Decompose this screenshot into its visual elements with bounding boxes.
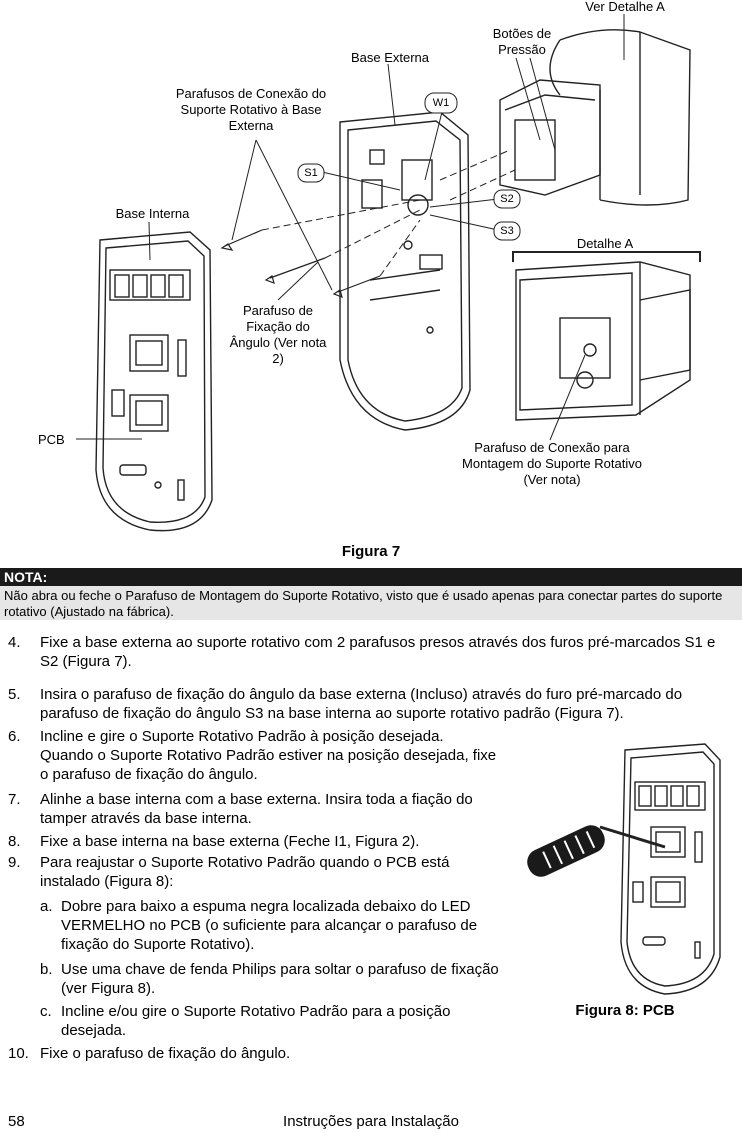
step-4: 4. Fixe a base externa ao suporte rotati…	[8, 633, 738, 673]
step-number: 6.	[8, 728, 21, 745]
inner-base-drawing	[95, 231, 213, 532]
screws-drawing	[220, 229, 381, 298]
screwdriver-icon	[527, 825, 605, 877]
step-text: Incline e/ou gire o Suporte Rotativo Pad…	[61, 1003, 451, 1039]
step-text: Fixe a base externa ao suporte rotativo …	[40, 634, 716, 670]
label-parafusos-conexao: Parafusos de Conexão do Suporte Rotativo…	[175, 86, 327, 133]
step-text: Use uma chave de fenda Philips para solt…	[61, 961, 499, 997]
step-9b: b. Use uma chave de fenda Philips para s…	[40, 960, 510, 1000]
label-parafuso-montagem: Parafuso de Conexão para Montagem do Sup…	[462, 440, 642, 487]
step-number: 9.	[8, 854, 21, 871]
figure-8-drawing	[527, 743, 721, 995]
badge-s1: S1	[304, 167, 318, 179]
step-9c: c. Incline e/ou gire o Suporte Rotativo …	[40, 1002, 510, 1042]
label-parafuso-fixacao: Parafuso de Fixação do Ângulo (Ver nota …	[229, 303, 327, 366]
badge-w1: W1	[432, 97, 450, 109]
note-title: NOTA:	[4, 569, 48, 585]
figure-7-drawing	[76, 14, 701, 532]
badge-s3: S3	[500, 225, 514, 237]
note-body: Não abra ou feche o Parafuso de Montagem…	[0, 586, 742, 620]
step-10: 10. Fixe o parafuso de fixação do ângulo…	[8, 1044, 508, 1064]
label-detalhe-a: Detalhe A	[576, 236, 634, 251]
note-text: Não abra ou feche o Parafuso de Montagem…	[4, 588, 723, 619]
step-5: 5. Insira o parafuso de fixação do ângul…	[8, 685, 738, 725]
step-text: Insira o parafuso de fixação do ângulo d…	[40, 686, 683, 722]
step-6: 6. Incline e gire o Suporte Rotativo Pad…	[8, 727, 508, 787]
badge-s2: S2	[500, 193, 514, 205]
label-ver-detalhe-a: Ver Detalhe A	[585, 0, 665, 14]
figure-8-caption: Figura 8: PCB	[575, 1002, 675, 1019]
label-base-externa: Base Externa	[350, 50, 430, 65]
step-number: 10.	[8, 1045, 29, 1062]
page-number: 58	[8, 1113, 25, 1130]
step-number: 8.	[8, 833, 21, 850]
figure-7-caption: Figura 7	[341, 543, 401, 560]
detail-a-drawing	[515, 261, 691, 421]
step-9a: a. Dobre para baixo a espuma negra local…	[40, 897, 510, 957]
step-number: 5.	[8, 686, 21, 703]
step-7: 7. Alinhe a base interna com a base exte…	[8, 790, 508, 830]
step-text: Alinhe a base interna com a base externa…	[40, 791, 473, 827]
note-header: NOTA:	[0, 568, 742, 586]
step-text: Fixe a base interna na base externa (Fec…	[40, 833, 420, 850]
step-number: 7.	[8, 791, 21, 808]
label-pcb: PCB	[38, 432, 65, 447]
step-8: 8. Fixe a base interna na base externa (…	[8, 832, 508, 852]
label-botoes-pressao: Botões de Pressão	[492, 26, 552, 57]
step-number: a.	[40, 898, 53, 915]
step-number: c.	[40, 1003, 52, 1020]
step-text: Incline e gire o Suporte Rotativo Padrão…	[40, 728, 497, 783]
outer-base-drawing	[339, 111, 471, 431]
step-text: Fixe o parafuso de fixação do ângulo.	[40, 1045, 291, 1062]
footer-title: Instruções para Instalação	[283, 1113, 459, 1130]
step-9: 9. Para reajustar o Suporte Rotativo Pad…	[8, 853, 508, 893]
step-number: 4.	[8, 634, 21, 651]
step-text: Para reajustar o Suporte Rotativo Padrão…	[40, 854, 450, 890]
label-base-interna: Base Interna	[115, 206, 190, 221]
step-text: Dobre para baixo a espuma negra localiza…	[61, 898, 478, 953]
swivel-module-drawing	[499, 29, 691, 206]
step-number: b.	[40, 961, 53, 978]
